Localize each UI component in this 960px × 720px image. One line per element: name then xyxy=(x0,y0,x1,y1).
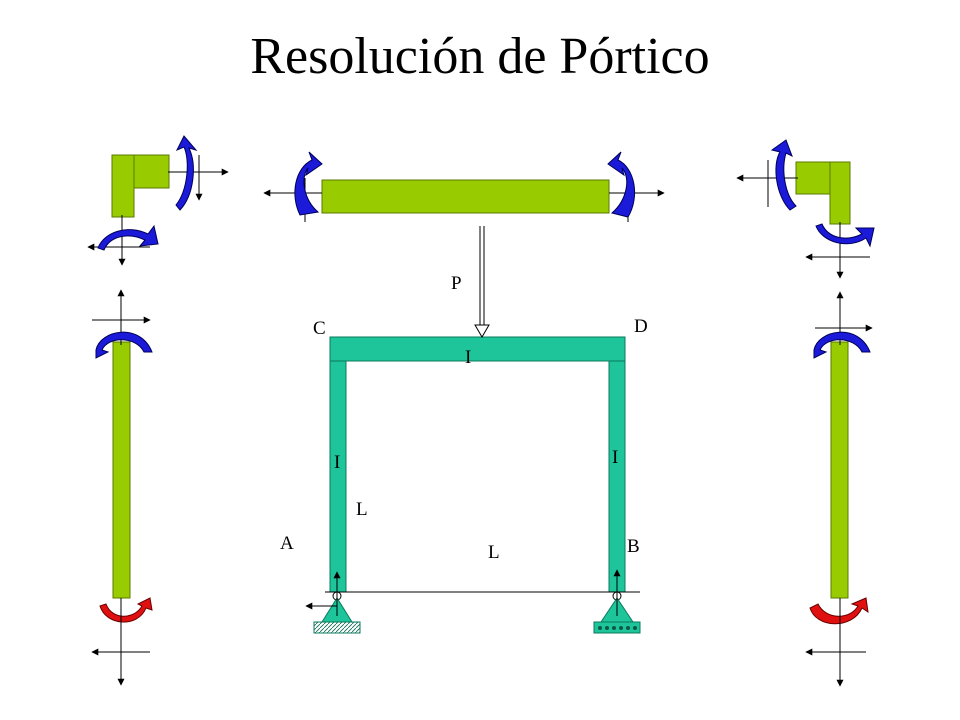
page-title: Resolución de Pórtico xyxy=(250,28,710,85)
node-d-label: D xyxy=(634,316,648,337)
column-bd xyxy=(608,360,626,593)
joint-c-free-body xyxy=(87,135,229,266)
moment-arrow-icon xyxy=(815,223,875,248)
support-a-pinned xyxy=(305,571,361,634)
support-b-roller xyxy=(593,569,641,634)
beam-free-body-member xyxy=(321,179,610,214)
moment-arrow-icon xyxy=(813,331,871,359)
moment-arrow-icon xyxy=(607,151,636,218)
node-c-label: C xyxy=(313,318,326,339)
node-b-label: B xyxy=(627,536,640,557)
moment-arrow-icon xyxy=(99,597,153,623)
joint-d-free-body xyxy=(736,139,875,279)
right-column-inertia-label: I xyxy=(612,447,618,468)
left-column-free-body xyxy=(91,289,153,686)
main-frame xyxy=(325,336,640,593)
left-column-inertia-label: I xyxy=(334,452,340,473)
moment-arrow-icon xyxy=(175,135,198,211)
moment-arrow-icon xyxy=(770,139,797,211)
node-a-label: A xyxy=(280,533,294,554)
span-length-label: L xyxy=(488,542,500,563)
right-column-member xyxy=(830,341,849,599)
load-p-arrow xyxy=(474,226,490,338)
moment-arrow-icon xyxy=(294,151,323,216)
right-column-free-body xyxy=(805,291,873,687)
column-ac xyxy=(329,360,347,593)
beam-inertia-label: I xyxy=(465,347,471,368)
left-column-member xyxy=(112,341,131,599)
load-label: P xyxy=(451,273,462,294)
beam-cd xyxy=(329,336,626,362)
moment-arrow-icon xyxy=(97,224,159,251)
beam-free-body xyxy=(263,151,665,222)
moment-arrow-icon xyxy=(95,331,153,359)
column-length-label: L xyxy=(356,499,368,520)
moment-arrow-icon xyxy=(809,597,869,625)
